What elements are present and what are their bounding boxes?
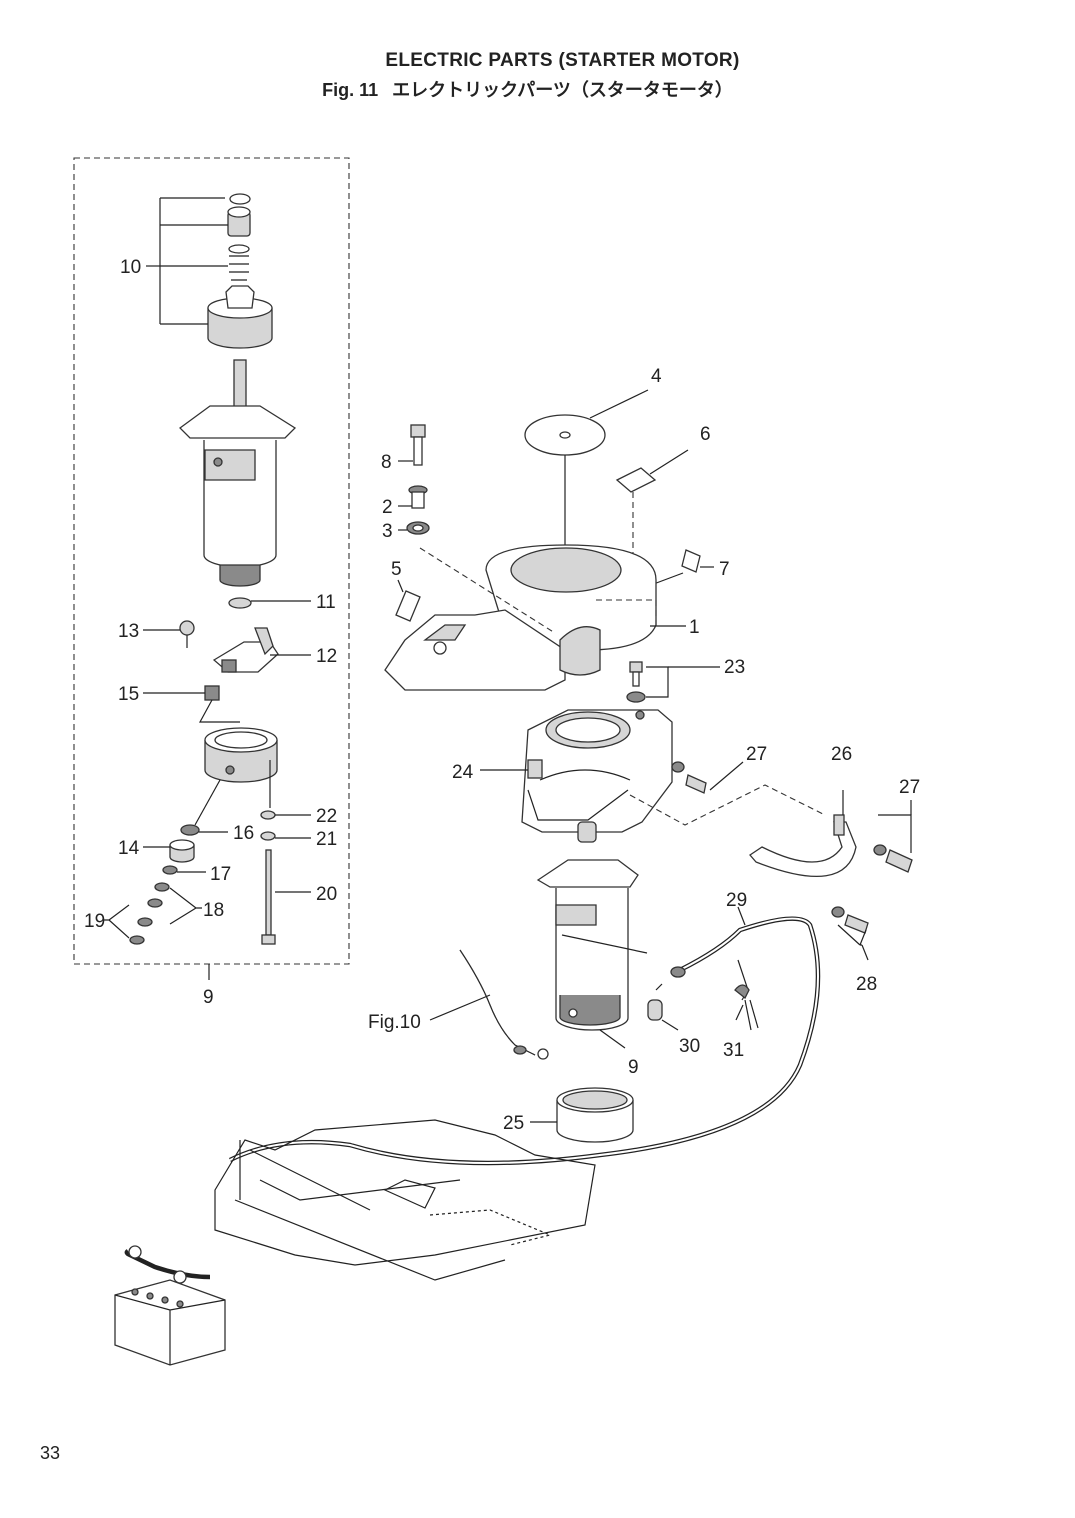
engine-base-outline [214, 1119, 596, 1281]
callout-7: 7 [719, 559, 730, 580]
figure-number: Fig. 11 [322, 80, 379, 100]
sleeve-25 [556, 1087, 634, 1143]
callout-3: 3 [382, 521, 393, 542]
callout-1: 1 [689, 617, 700, 638]
callout-9-kit: 9 [203, 987, 214, 1008]
callout-12: 12 [316, 646, 337, 667]
brush-holder-assembly [179, 597, 279, 783]
figure-title-japanese: エレクトリックパーツ（スタータモータ） [392, 80, 733, 101]
leader-lines-left [104, 600, 311, 939]
page-title: ELECTRIC PARTS (STARTER MOTOR) [385, 50, 740, 71]
starter-motor-exploded [179, 359, 297, 587]
drive-pinion-set [207, 193, 273, 349]
callout-31: 31 [723, 1040, 744, 1061]
callout-29: 29 [726, 890, 747, 911]
callout-13: 13 [118, 621, 139, 642]
small-fasteners-top [398, 424, 430, 535]
figure-title: Fig. 11 エレクトリックパーツ（スタータモータ） [0, 76, 1065, 102]
callout-27-right: 27 [899, 777, 920, 798]
callout-26: 26 [831, 744, 852, 765]
page-number: 33 [40, 1443, 61, 1463]
starter-bracket-24 [521, 709, 673, 833]
callout-6: 6 [700, 424, 711, 445]
callout-2: 2 [382, 497, 393, 518]
callout-8: 8 [381, 452, 392, 473]
decal-5 [395, 590, 421, 622]
callout-17: 17 [210, 864, 231, 885]
callout-21: 21 [316, 829, 337, 850]
callout-18: 18 [203, 900, 224, 921]
callout-9-motor: 9 [628, 1057, 639, 1078]
band-26 [749, 790, 857, 878]
bolt-washer-28 [831, 906, 869, 961]
callout-4: 4 [651, 366, 662, 387]
small-hardware [129, 810, 276, 945]
bolt-washer-23 [626, 661, 720, 703]
callout-20: 20 [316, 884, 337, 905]
callout-30: 30 [679, 1036, 700, 1057]
terminal-30 [647, 983, 679, 1031]
callout-bracket-10 [159, 197, 228, 325]
callout-fig10: Fig.10 [368, 1012, 421, 1033]
battery [114, 1245, 226, 1366]
callout-16: 16 [233, 823, 254, 844]
callout-24: 24 [452, 762, 474, 783]
callout-labels: 10 11 12 13 15 14 16 17 18 19 22 21 20 9… [84, 257, 920, 1134]
cable-29 [228, 916, 821, 1166]
bolt-washer-27-right [873, 800, 913, 873]
callout-27-left: 27 [746, 744, 767, 765]
callout-23: 23 [724, 657, 745, 678]
decal-6 [615, 467, 657, 493]
callout-10: 10 [120, 257, 141, 278]
callout-28: 28 [856, 974, 877, 995]
callout-11: 11 [316, 592, 336, 613]
callout-5: 5 [391, 559, 402, 580]
callout-14: 14 [118, 838, 140, 859]
decal-7 [681, 549, 701, 573]
starter-motor-9 [536, 821, 639, 1031]
callout-25: 25 [503, 1113, 524, 1134]
callout-22: 22 [316, 806, 337, 827]
callout-19: 19 [84, 911, 105, 932]
callout-15: 15 [118, 684, 139, 705]
bolt-washer-27-left [671, 761, 744, 794]
harness-fig10 [459, 949, 549, 1060]
starter-cover-1 [384, 544, 657, 691]
